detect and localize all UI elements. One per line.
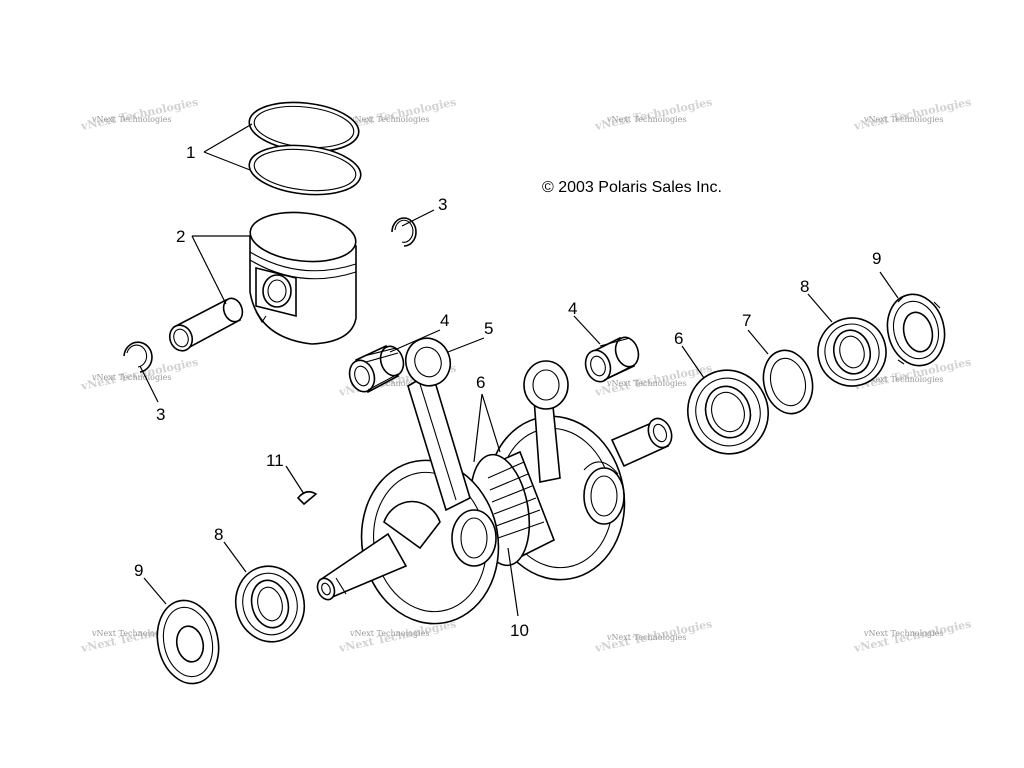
watermark: vNext Technologies (606, 115, 686, 124)
callout-6-center: 6 (476, 373, 485, 392)
watermark: vNext Technologies (606, 633, 686, 642)
circlip-lower (123, 341, 153, 373)
woodruff-key (296, 490, 318, 506)
callout-2: 2 (176, 227, 185, 246)
watermark: vNext Technologies (91, 115, 171, 124)
crankshaft-assembly (316, 337, 673, 625)
needle-bearing-right (584, 336, 640, 383)
callout-4-left: 4 (440, 311, 449, 330)
piston (249, 211, 357, 345)
needle-bearing-left (348, 344, 405, 394)
watermark: vNext Technologies (349, 629, 429, 638)
seal-cap-right (886, 293, 946, 367)
callout-6-right: 6 (674, 329, 683, 348)
callout-7: 7 (742, 311, 751, 330)
oil-seal-left (234, 565, 306, 643)
watermark: vNext Technologies (863, 629, 943, 638)
callout-5: 5 (484, 319, 493, 338)
callout-3-upper: 3 (438, 195, 447, 214)
thrust-washer-left (156, 599, 220, 685)
circlip-upper (391, 217, 417, 247)
piston-rings (248, 101, 362, 196)
callout-labels: 1 2 3 3 4 4 5 6 6 7 8 8 9 9 10 11 (134, 143, 881, 640)
watermark: vNext Technologies (91, 373, 171, 382)
watermark: vNext Technologies (349, 115, 429, 124)
shim-ring (762, 349, 814, 415)
callout-8-left: 8 (214, 525, 223, 544)
watermark: vNext Technologies (863, 115, 943, 124)
leader-lines (139, 123, 899, 617)
callout-4-right: 4 (568, 299, 577, 318)
watermark: vNext Technologies (606, 379, 686, 388)
watermark: vNext Technologies (91, 629, 171, 638)
copyright-notice: © 2003 Polaris Sales Inc. (542, 179, 722, 196)
callout-9-left: 9 (134, 561, 143, 580)
wrist-pin (168, 297, 244, 352)
callout-1: 1 (186, 143, 195, 162)
oil-seal-right (817, 317, 887, 387)
callout-11: 11 (266, 451, 284, 470)
callout-8-right: 8 (800, 277, 809, 296)
callout-3-lower: 3 (156, 405, 165, 424)
watermark: vNext Technologies (863, 375, 943, 384)
callout-9-right: 9 (872, 249, 881, 268)
watermark: vNext Technologies (349, 379, 429, 388)
callout-10: 10 (510, 621, 529, 640)
main-bearing-right (687, 369, 769, 455)
